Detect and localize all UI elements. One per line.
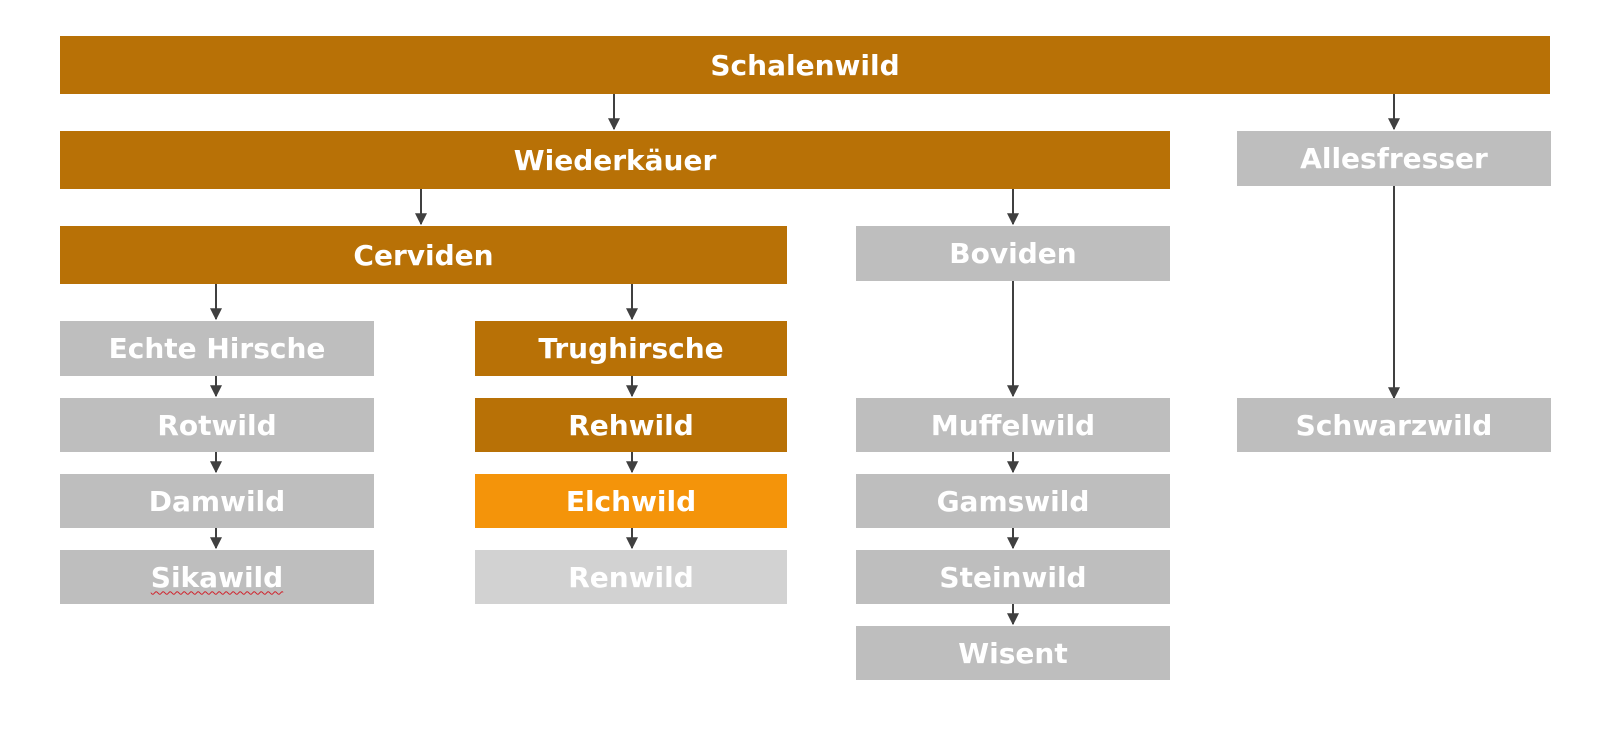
node-label: Schwarzwild	[1295, 408, 1493, 442]
node-label: Rotwild	[157, 408, 277, 442]
node-boviden: Boviden	[856, 226, 1170, 281]
node-wisent: Wisent	[856, 626, 1170, 680]
node-label: Rehwild	[568, 408, 694, 442]
node-label: Trughirsche	[538, 332, 724, 365]
node-steinwild: Steinwild	[856, 550, 1170, 604]
node-label: Wiederkäuer	[513, 143, 717, 177]
node-schalenwild: Schalenwild	[60, 36, 1550, 94]
node-echte-hirsche: Echte Hirsche	[60, 321, 374, 376]
node-allesfresser: Allesfresser	[1237, 131, 1551, 186]
node-label: Allesfresser	[1300, 142, 1488, 175]
node-label: Wisent	[958, 636, 1068, 670]
node-renwild: Renwild	[475, 550, 787, 604]
node-damwild: Damwild	[60, 474, 374, 528]
node-wiederkaeuer: Wiederkäuer	[60, 131, 1170, 189]
node-label: Steinwild	[939, 560, 1087, 594]
node-muffelwild: Muffelwild	[856, 398, 1170, 452]
node-label: Cerviden	[353, 238, 494, 272]
node-label: Damwild	[148, 484, 286, 518]
node-label: Elchwild	[565, 484, 697, 518]
node-rehwild: Rehwild	[475, 398, 787, 452]
node-label: Boviden	[949, 237, 1077, 270]
node-gamswild: Gamswild	[856, 474, 1170, 528]
node-trughirsche: Trughirsche	[475, 321, 787, 376]
node-schwarzwild: Schwarzwild	[1237, 398, 1551, 452]
node-label: Gamswild	[936, 484, 1090, 518]
node-label: Echte Hirsche	[108, 332, 326, 365]
node-label: Renwild	[568, 560, 694, 594]
node-elchwild: Elchwild	[475, 474, 787, 528]
node-rotwild: Rotwild	[60, 398, 374, 452]
node-label: Muffelwild	[930, 408, 1096, 442]
node-sikawild: Sikawild	[60, 550, 374, 604]
node-label: Schalenwild	[710, 48, 900, 82]
node-label: Sikawild	[150, 560, 284, 594]
node-cerviden: Cerviden	[60, 226, 787, 284]
